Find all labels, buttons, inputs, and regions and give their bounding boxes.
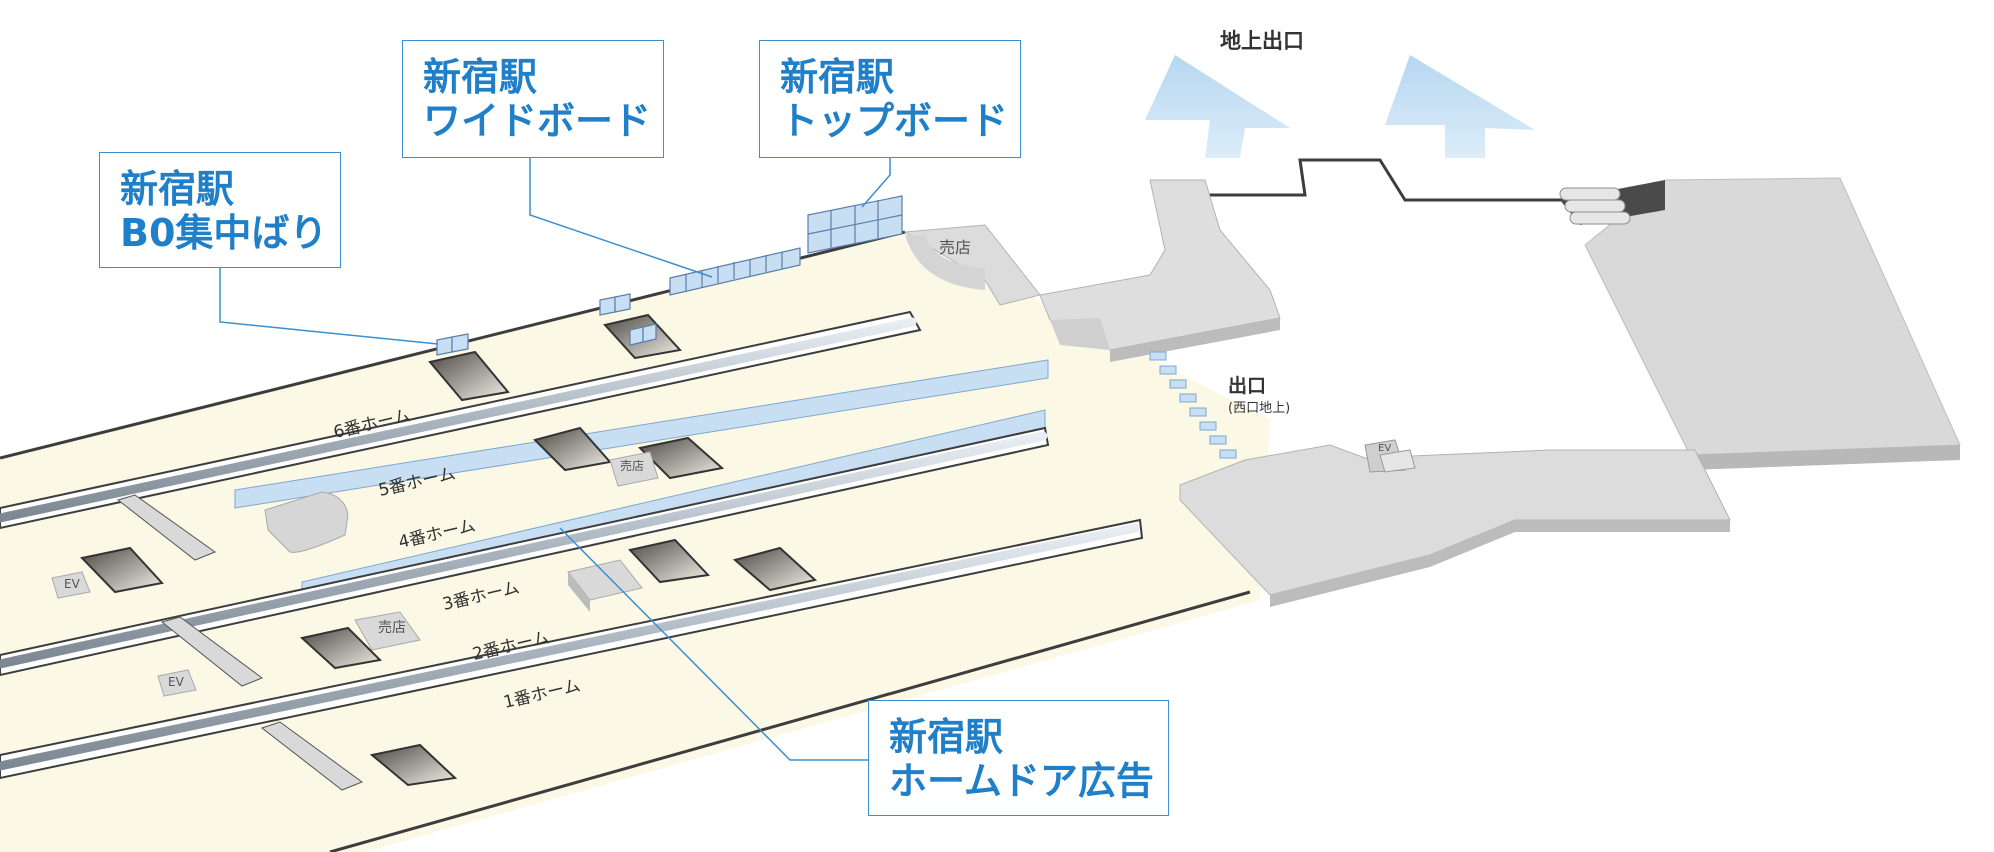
track-rails	[0, 310, 1144, 780]
ev-label-concourse: EV	[1378, 443, 1391, 454]
callout-b0-board: 新宿駅 B0集中ばり	[99, 152, 341, 268]
upper-concourse-outline	[1205, 158, 1585, 202]
right-concourse-block	[1559, 177, 1961, 470]
shop-label-platform-3: 売店	[378, 620, 406, 636]
callout-wide-board: 新宿駅 ワイドボード	[402, 40, 664, 158]
shop-label-platform-5: 売店	[620, 458, 644, 473]
callout-b0-line1: 新宿駅	[120, 167, 235, 211]
ground-exit-label: 地上出口	[1220, 29, 1304, 53]
shop-label-top: 売店	[939, 238, 971, 257]
callout-top-line1: 新宿駅	[780, 55, 895, 99]
callout-top-line2: トップボード	[780, 99, 1009, 143]
upper-structure	[903, 179, 1281, 362]
ground-exit-arrow-left	[1145, 55, 1290, 158]
callout-home-door: 新宿駅 ホームドア広告	[868, 700, 1169, 816]
callout-homedoor-line2: ホームドア広告	[889, 759, 1154, 803]
lower-concourse-block	[1179, 439, 1731, 607]
ad-panels	[436, 195, 903, 356]
stairwell-pits	[80, 313, 818, 791]
ev-label-platform-lower: EV	[168, 675, 185, 689]
callout-leaders	[219, 158, 891, 761]
ground-exit-arrow-right	[1385, 55, 1535, 158]
callout-wide-line2: ワイドボード	[423, 99, 652, 143]
exit-sublabel: (西口地上)	[1228, 401, 1290, 416]
callout-b0-line2: B0集中ばり	[120, 211, 328, 255]
callout-wide-line1: 新宿駅	[423, 55, 538, 99]
platform-kiosks	[51, 451, 659, 697]
ev-label-platform-left: EV	[64, 577, 81, 591]
exit-passage-steps	[1149, 351, 1237, 459]
callout-top-board: 新宿駅 トップボード	[759, 40, 1021, 158]
exit-label: 出口	[1228, 374, 1266, 397]
callout-homedoor-line1: 新宿駅	[889, 715, 1004, 759]
